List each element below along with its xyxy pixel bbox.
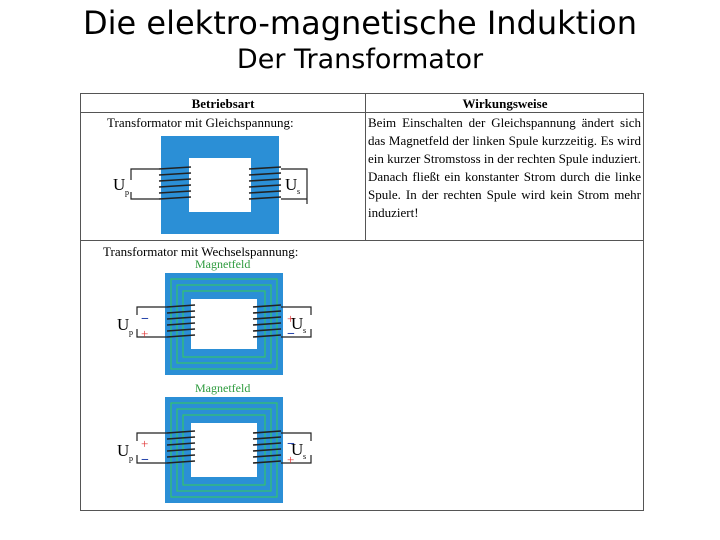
secondary-coil (252, 304, 282, 338)
secondary-voltage-subscript: s (303, 452, 306, 461)
slide-subtitle: Der Transformator (236, 44, 484, 75)
primary-voltage-subscript: p (125, 188, 129, 197)
secondary-voltage-label: U (285, 175, 297, 194)
secondary-coil (248, 166, 282, 200)
primary-voltage-label: U (113, 175, 125, 194)
header-divider (81, 112, 643, 113)
dc-transformer-label: Transformator mit Gleichspannung: (107, 115, 294, 130)
primary-voltage-subscript: p (129, 328, 133, 337)
row-divider (81, 240, 643, 241)
secondary-voltage-label: U (291, 314, 303, 333)
primary-wire-bottom (130, 192, 159, 200)
primary-voltage-subscript: p (129, 454, 133, 463)
primary-coil (166, 304, 196, 338)
primary-minus-sign: − (141, 312, 149, 327)
primary-coil (166, 430, 196, 464)
core-window (191, 423, 257, 477)
secondary-wire-top (281, 168, 308, 204)
primary-wire-bottom (136, 329, 167, 338)
secondary-wire-top (281, 432, 312, 441)
secondary-voltage-label: U (291, 440, 303, 459)
secondary-voltage-subscript: s (303, 326, 306, 335)
secondary-plus-sign: + (287, 311, 294, 326)
secondary-plus-sign: + (287, 452, 294, 467)
primary-plus-sign: + (141, 436, 148, 451)
primary-wire-top (136, 432, 167, 441)
ac-transformer-diagram-1: Magnetfeld − + + − U p U s (117, 257, 312, 375)
ac-transformer-diagram-2: Magnetfeld + − − + U p U s (117, 381, 312, 503)
primary-wire-top (136, 306, 167, 315)
primary-plus-sign: + (141, 326, 148, 341)
secondary-coil (252, 430, 282, 464)
secondary-wire-bottom (281, 455, 312, 464)
header-betriebsart: Betriebsart (191, 96, 255, 111)
dc-description: Beim Einschalten der Gleichspannung ände… (368, 115, 641, 220)
magnetic-field-label: Magnetfeld (195, 381, 250, 395)
column-divider (365, 94, 366, 240)
secondary-wire-bottom (281, 329, 312, 338)
primary-wire-top (130, 168, 159, 180)
secondary-minus-sign: − (287, 437, 295, 452)
ac-transformer-label: Transformator mit Wechselspannung: (103, 244, 299, 259)
magnetic-field-label: Magnetfeld (195, 257, 250, 271)
comparison-table: Betriebsart Wirkungsweise Transformator … (80, 93, 644, 511)
primary-voltage-label: U (117, 315, 129, 334)
primary-minus-sign: − (141, 453, 149, 468)
secondary-minus-sign: − (287, 327, 295, 342)
dc-transformer-diagram: U p U s (113, 136, 308, 234)
secondary-voltage-subscript: s (297, 187, 300, 196)
secondary-wire-top (281, 306, 312, 315)
header-wirkungsweise: Wirkungsweise (462, 96, 548, 111)
primary-coil (158, 166, 192, 200)
core-window (191, 299, 257, 349)
core-window (189, 158, 251, 212)
primary-voltage-label: U (117, 441, 129, 460)
slide-title: Die elektro-magnetische Induktion (83, 4, 637, 42)
primary-wire-bottom (136, 455, 167, 464)
